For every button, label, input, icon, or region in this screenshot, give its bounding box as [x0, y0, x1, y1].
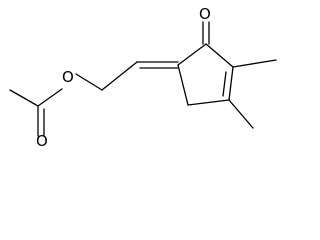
ester-oxygen-label: O — [62, 68, 74, 86]
bond-ch2-ch — [101, 61, 138, 91]
bond-ring-c4-c5 — [177, 64, 189, 106]
bond-ring-c2-c3-inner — [222, 71, 227, 97]
bond-acetyl-methyl — [9, 89, 39, 107]
acetyl-carbonyl-oxygen-label: O — [36, 132, 48, 149]
ring-carbonyl-oxygen-label: O — [199, 5, 211, 23]
bond-ring-c5-c1 — [177, 43, 207, 66]
bond-ester-o-ch2 — [75, 73, 103, 91]
bond-ring-c1-c2 — [205, 43, 234, 68]
bond-ring-c2-c3 — [228, 66, 234, 101]
bond-methyl-lower — [228, 99, 254, 129]
bond-methyl-upper — [232, 59, 277, 68]
bond-acetyl-ester-o — [37, 88, 63, 107]
chemical-structure: O O O — [9, 5, 277, 149]
bond-ring-c3-c4 — [187, 99, 230, 106]
